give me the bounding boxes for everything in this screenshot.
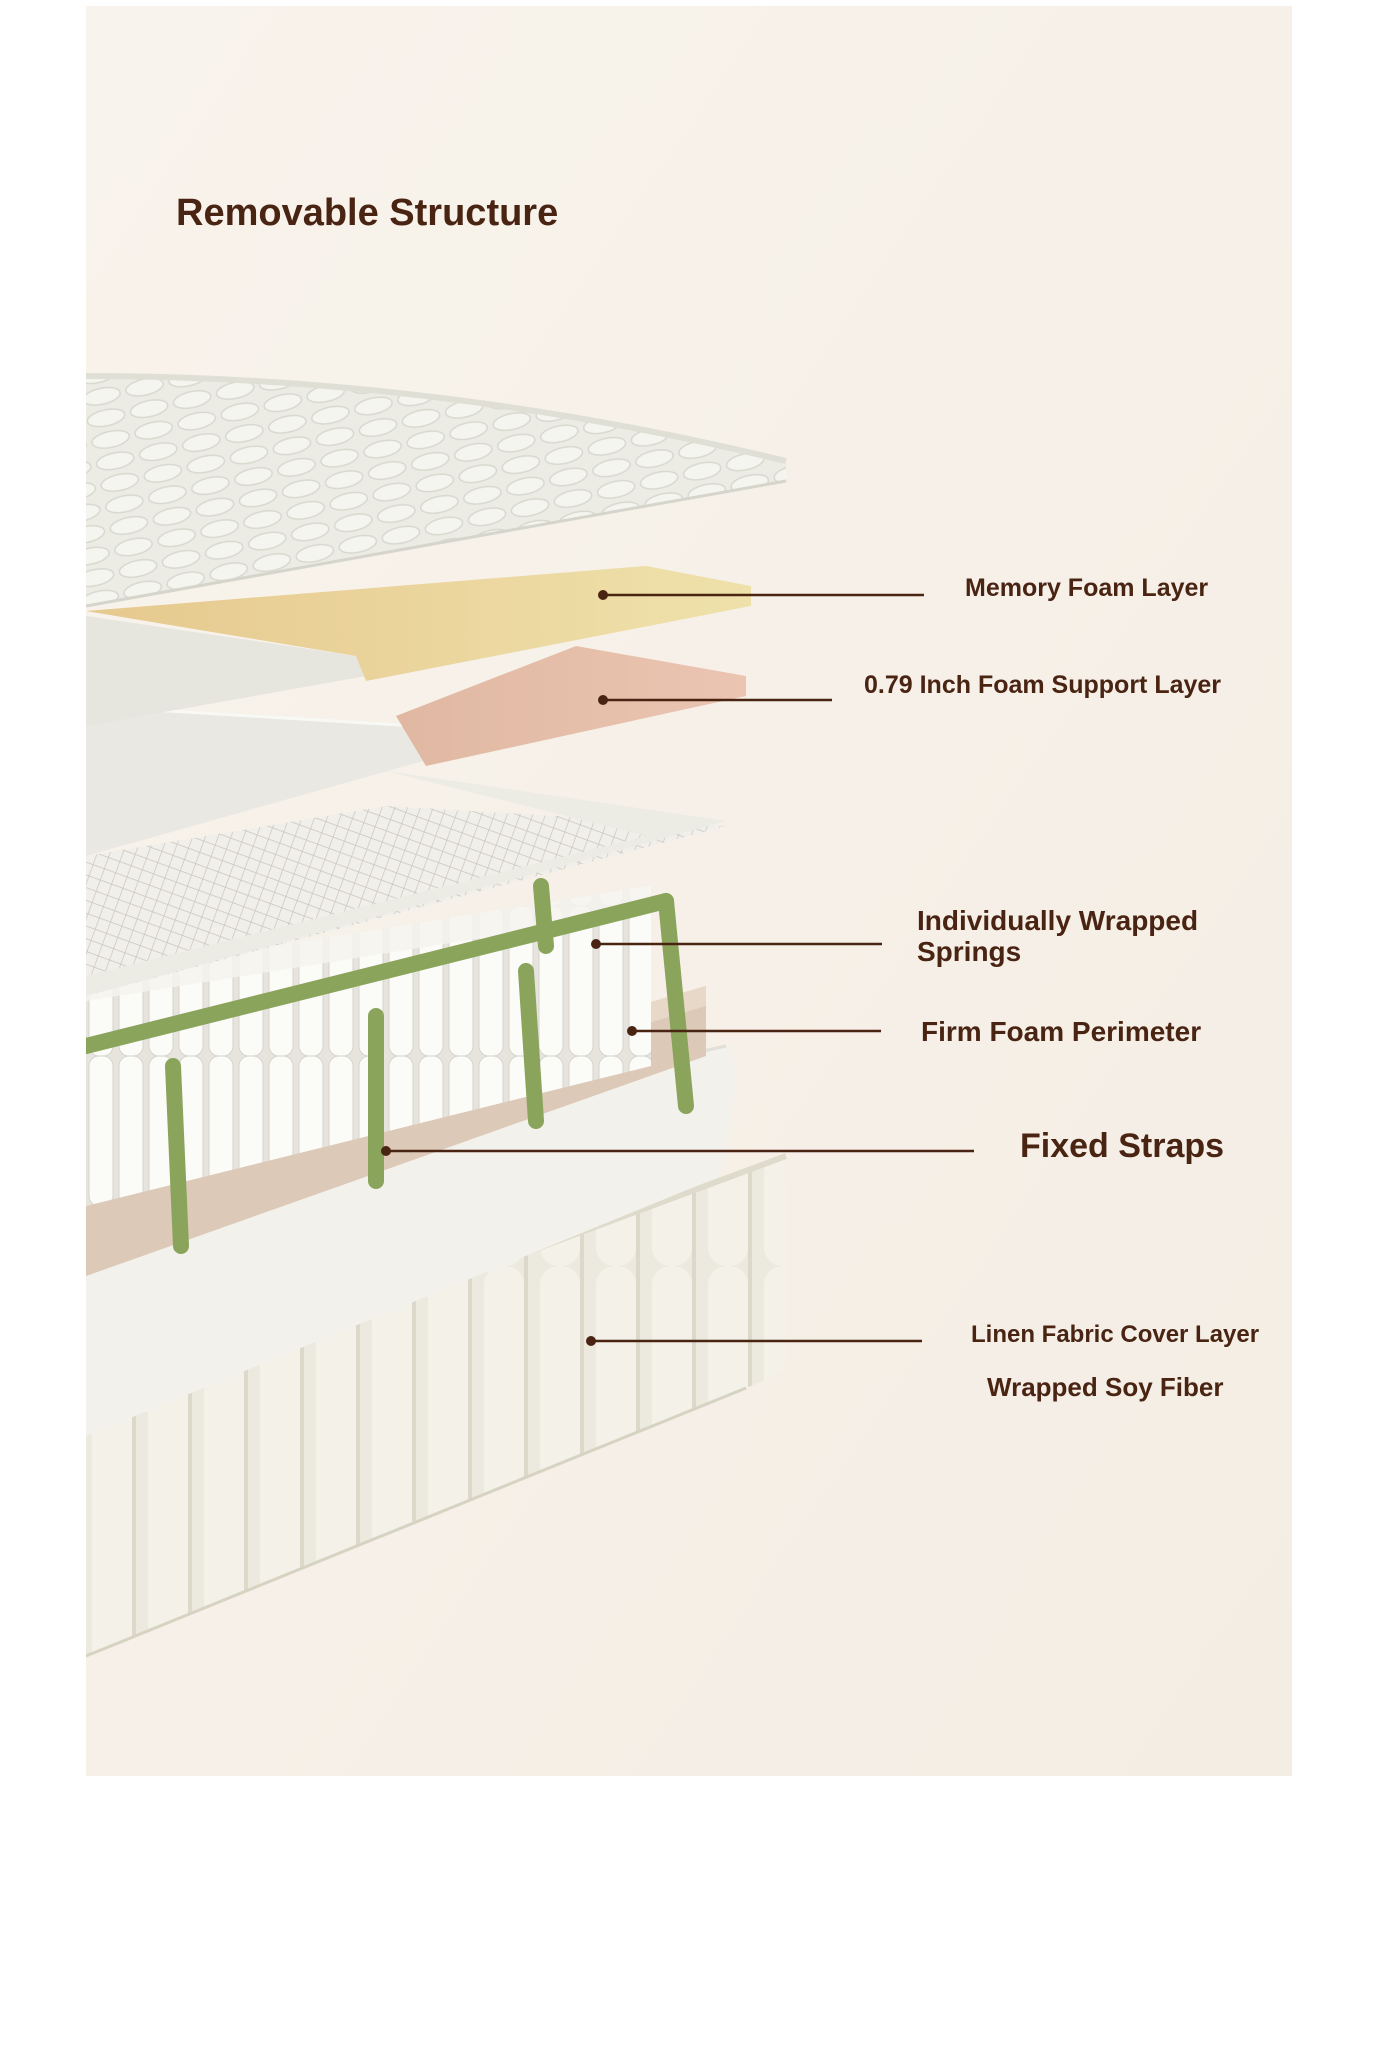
foam-support-label: 0.79 Inch Foam Support Layer: [864, 671, 1222, 699]
soy-fiber-label: Wrapped Soy Fiber: [987, 1372, 1224, 1402]
linen-cover-label: Linen Fabric Cover Layer: [971, 1321, 1260, 1348]
memory-foam-label: Memory Foam Layer: [965, 574, 1209, 602]
perimeter-label: Firm Foam Perimeter: [921, 1016, 1202, 1047]
product-diagram-panel: Removable Structure Memory Foam Layer 0.…: [86, 6, 1292, 1776]
springs-label: Individually Wrapped Springs: [917, 905, 1199, 968]
straps-label: Fixed Straps: [1020, 1127, 1225, 1165]
mattress-layers-illustration: [86, 6, 1292, 1776]
page-title: Removable Structure: [176, 192, 559, 234]
